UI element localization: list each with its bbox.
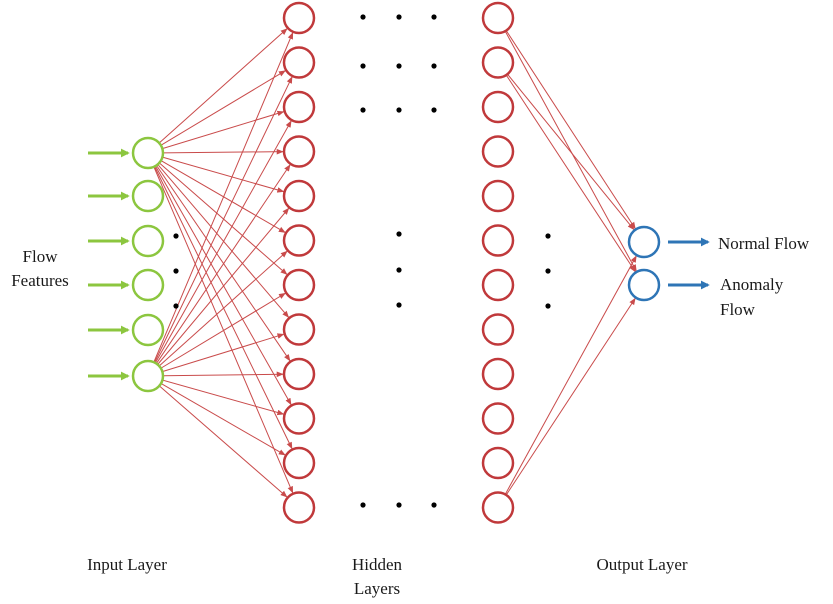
output-node xyxy=(627,225,661,259)
connection-edge xyxy=(505,297,636,496)
ellipsis-dot xyxy=(396,14,402,20)
ellipsis-dot xyxy=(431,14,437,20)
ellipsis-dot xyxy=(396,267,402,273)
connection-edge xyxy=(505,30,636,230)
connection-edge xyxy=(156,165,291,362)
connection-edge xyxy=(158,162,288,275)
connection-edge xyxy=(157,207,290,365)
connection-edge xyxy=(160,383,286,456)
ellipsis-dot xyxy=(173,233,179,239)
ellipsis-dot xyxy=(396,302,402,308)
connection-edge xyxy=(154,166,293,450)
input-node xyxy=(131,136,165,170)
connection-edge xyxy=(153,166,294,494)
hidden-node-last xyxy=(481,268,515,302)
hidden-node-last xyxy=(481,135,515,168)
ellipsis-dot xyxy=(360,502,366,508)
anomaly-flow-label-line1: Anomaly xyxy=(720,275,784,294)
ellipsis-dot xyxy=(396,107,402,113)
flow-features-label-line1: Flow xyxy=(23,247,59,266)
connection-edge xyxy=(162,156,285,193)
ellipsis-dot xyxy=(545,303,551,309)
ellipsis-dot xyxy=(396,502,402,508)
connection-edge xyxy=(154,76,293,363)
input-layer-label: Input Layer xyxy=(87,555,167,574)
connection-edge xyxy=(504,255,637,495)
connection-edge xyxy=(160,70,286,146)
ellipsis-dots xyxy=(173,14,551,508)
ellipsis-dot xyxy=(431,502,437,508)
hidden-node-last xyxy=(481,224,515,257)
connection-edge xyxy=(162,371,284,378)
connection-edge xyxy=(158,250,288,367)
connection-edge xyxy=(162,148,284,155)
hidden-node-first xyxy=(282,224,316,257)
hidden-node-last xyxy=(481,1,515,35)
ellipsis-dot xyxy=(545,268,551,274)
hidden-node-first xyxy=(282,90,316,124)
connection-edge xyxy=(157,164,290,318)
input-node xyxy=(131,313,165,347)
hidden-node-first xyxy=(282,1,316,35)
connection-edge xyxy=(162,333,285,373)
hidden-node-last xyxy=(481,446,515,480)
hidden-node-last xyxy=(481,313,515,346)
hidden-node-first xyxy=(282,268,316,302)
hidden-node-last xyxy=(481,402,515,435)
ellipsis-dot xyxy=(360,63,366,69)
hidden-layers-label-line2: Layers xyxy=(354,579,400,598)
ellipsis-dot xyxy=(173,268,179,274)
anomaly-flow-label-line2: Flow xyxy=(720,300,756,319)
ellipsis-dot xyxy=(173,303,179,309)
input-node xyxy=(131,359,165,393)
connection-edge xyxy=(507,73,635,231)
connection-edge xyxy=(160,292,286,369)
hidden-node-first xyxy=(282,446,316,480)
connection-edge xyxy=(158,385,288,498)
connection-edge xyxy=(155,164,291,364)
network-nodes xyxy=(131,1,661,524)
hidden-node-last xyxy=(481,90,515,124)
ellipsis-dot xyxy=(360,107,366,113)
input-node xyxy=(131,268,165,302)
hidden-node-first xyxy=(282,135,316,168)
connection-edge xyxy=(158,28,288,144)
output-layer-label: Output Layer xyxy=(596,555,687,574)
ellipsis-dot xyxy=(360,14,366,20)
connection-edge xyxy=(160,160,286,233)
hidden-node-first xyxy=(282,357,316,391)
ellipsis-dot xyxy=(431,107,437,113)
connection-edge xyxy=(162,110,285,150)
connection-edge xyxy=(162,379,285,416)
hidden-node-first xyxy=(282,46,316,79)
hidden-node-last xyxy=(481,179,515,213)
diagram-labels: Flow Features Normal Flow Anomaly Flow I… xyxy=(11,234,810,598)
connection-edge xyxy=(504,30,637,272)
hidden-node-first xyxy=(282,313,316,346)
normal-flow-label: Normal Flow xyxy=(718,234,810,253)
ellipsis-dot xyxy=(431,63,437,69)
ellipsis-dot xyxy=(545,233,551,239)
input-node xyxy=(131,224,165,258)
hidden-layers-label-line1: Hidden xyxy=(352,555,403,574)
connection-edge xyxy=(154,165,292,406)
input-arrows xyxy=(88,148,130,381)
hidden-node-last xyxy=(481,357,515,391)
input-node xyxy=(131,179,165,213)
output-node xyxy=(627,268,661,302)
connection-edges xyxy=(153,28,637,498)
ellipsis-dot xyxy=(396,63,402,69)
hidden-node-first xyxy=(282,491,316,524)
flow-features-label-line2: Features xyxy=(11,271,69,290)
connection-edge xyxy=(505,74,636,273)
hidden-node-first xyxy=(282,179,316,213)
ellipsis-dot xyxy=(396,231,402,237)
hidden-node-last xyxy=(481,491,515,524)
output-arrows xyxy=(668,237,710,290)
hidden-node-last xyxy=(481,46,515,79)
connection-edge xyxy=(153,32,294,363)
hidden-node-first xyxy=(282,402,316,435)
connection-edge xyxy=(154,120,292,364)
